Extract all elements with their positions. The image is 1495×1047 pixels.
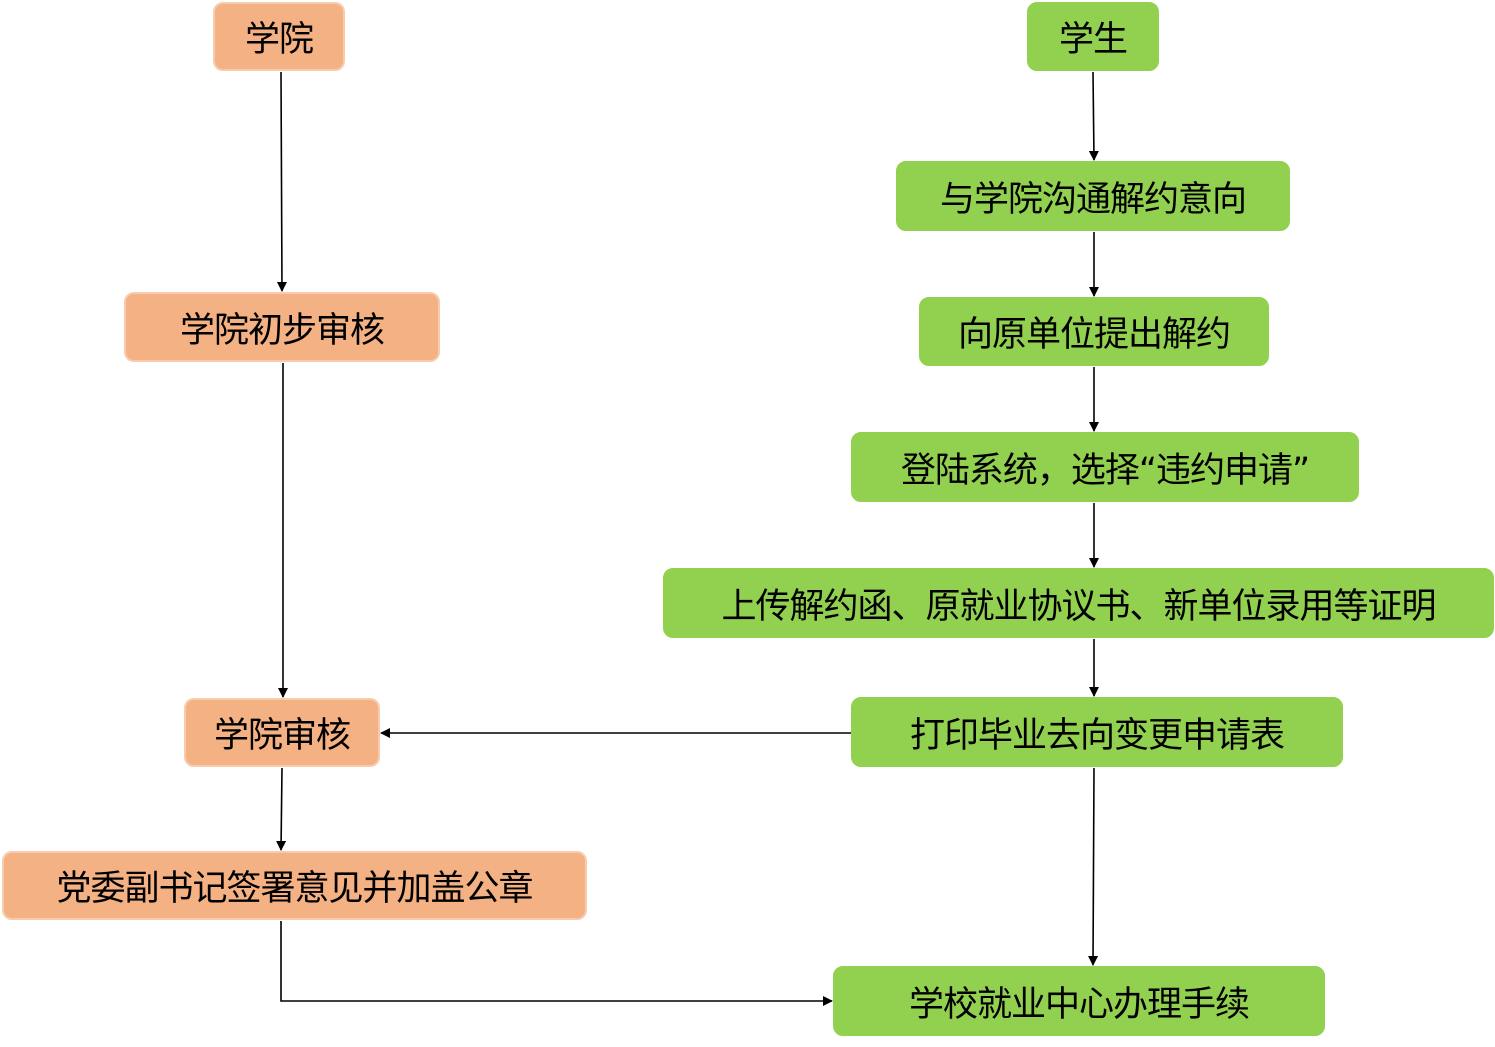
communicate-with-college: 与学院沟通解约意向 [896, 161, 1290, 231]
print-change-form: 打印毕业去向变更申请表 [851, 697, 1343, 767]
arrow-print-to-center [1088, 767, 1099, 966]
employment-center-process: 学校就业中心办理手续 [833, 966, 1325, 1036]
arrow-review-to-secretary [276, 767, 287, 851]
college-initial-review: 学院初步审核 [124, 292, 440, 362]
college-header: 学院 [213, 2, 345, 71]
party-secretary-sign: 党委副书记签署意见并加盖公章 [2, 851, 587, 920]
login-system: 登陆系统，选择“违约申请” [851, 432, 1359, 502]
arrow-student-to-communicate [1088, 71, 1099, 161]
arrow-college-to-initial-review [276, 71, 287, 292]
college-review: 学院审核 [184, 698, 380, 767]
propose-termination: 向原单位提出解约 [919, 297, 1269, 366]
upload-documents: 上传解约函、原就业协议书、新单位录用等证明 [663, 568, 1494, 638]
arrow-secretary-to-center [280, 921, 833, 1006]
student-header: 学生 [1027, 2, 1159, 71]
